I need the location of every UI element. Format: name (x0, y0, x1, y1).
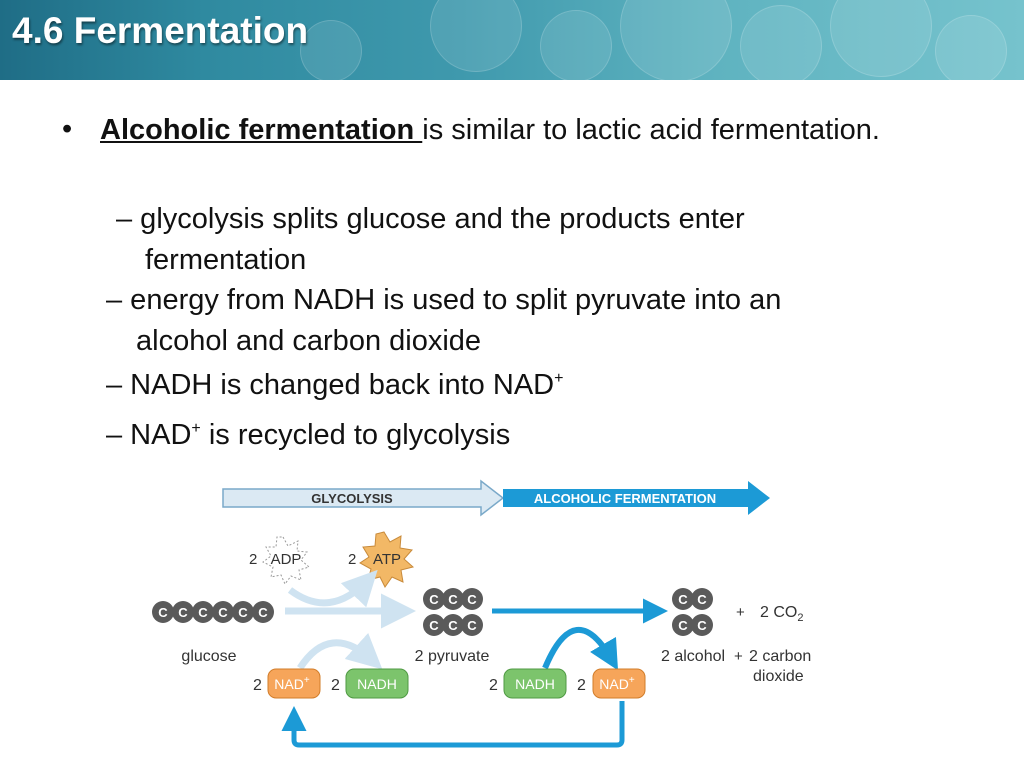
glucose-carbon-chain: C C C C C C (152, 601, 274, 623)
carbon-letter: C (448, 592, 458, 607)
nadh-box (503, 668, 567, 699)
carbon-atom (212, 601, 234, 623)
carbon-atom (232, 601, 254, 623)
nad-plus-box (267, 668, 321, 699)
carbon-atom (152, 601, 174, 623)
alcohol-label: 2 alcohol (661, 648, 725, 665)
nad-superscript: + (629, 675, 635, 686)
carbon-letter: C (467, 592, 477, 607)
nad-superscript: + (304, 675, 310, 686)
alcohol-carbon-chains: C C C C (672, 588, 713, 636)
nad-count: 2 (253, 677, 262, 694)
main-bullet: Alcoholic fermentation is similar to lac… (100, 110, 920, 151)
nad-plus-label: NAD+ (599, 675, 635, 692)
carbon-atom (442, 588, 464, 610)
nad-to-nadh-arrow (297, 632, 383, 670)
decorative-cell (540, 10, 612, 80)
carbon-letter: C (697, 618, 707, 633)
carbon-letter: C (697, 592, 707, 607)
co2-text: 2 CO (760, 604, 797, 621)
pyruvate-label: 2 pyruvate (415, 648, 490, 665)
decorative-cell (740, 5, 822, 80)
plus-sign: + (736, 604, 745, 621)
decorative-cell (300, 20, 362, 80)
co2-subscript: 2 (797, 612, 803, 624)
slide-title: 4.6 Fermentation (12, 10, 309, 51)
adp-count: 2 (249, 551, 257, 568)
nadh-label: NADH (515, 676, 555, 692)
glucose-label: glucose (181, 648, 236, 665)
carbon-atom (442, 614, 464, 636)
carbon-dioxide-label-2: dioxide (753, 668, 804, 685)
nad-text: NAD (274, 676, 304, 692)
carbon-letter: C (218, 605, 228, 620)
sub-bullet-2-line2: alcohol and carbon dioxide (136, 325, 482, 357)
carbon-atom (423, 614, 445, 636)
plus-sign: + (734, 648, 743, 665)
carbon-letter: C (258, 605, 268, 620)
carbon-atom (461, 614, 483, 636)
adp-to-atp-arrow (287, 569, 378, 608)
sub-bullet-4-pre: – NAD (106, 419, 192, 451)
bullet-marker: • (62, 113, 73, 145)
carbon-atom (672, 614, 694, 636)
sub-bullet-3: – NADH is changed back into NAD+ (106, 365, 563, 406)
atp-count: 2 (348, 551, 356, 568)
sub-bullet-4-post: is recycled to glycolysis (200, 419, 511, 451)
carbon-atom (461, 588, 483, 610)
carbon-letter: C (429, 618, 439, 633)
carbon-letter: C (158, 605, 168, 620)
key-term: Alcoholic fermentation (100, 114, 423, 146)
carbon-atom (172, 601, 194, 623)
atp-label: ATP (373, 551, 401, 568)
nad-recycle-arrow (281, 701, 625, 748)
carbon-atom (672, 588, 694, 610)
carbon-letter: C (238, 605, 248, 620)
sub-bullet-1-line2: fermentation (145, 244, 307, 276)
nad-count: 2 (577, 677, 586, 694)
glycolysis-label: GLYCOLYSIS (311, 491, 393, 506)
co2-label: 2 CO2 (760, 604, 803, 624)
carbon-letter: C (467, 618, 477, 633)
superscript-plus: + (554, 370, 564, 387)
nadh-to-nad-arrow (542, 627, 619, 671)
nadh-label: NADH (357, 676, 397, 692)
carbon-letter: C (178, 605, 188, 620)
sub-bullet-2-line1: – energy from NADH is used to split pyru… (106, 284, 782, 316)
carbon-atom (691, 588, 713, 610)
nadh-box (345, 668, 409, 699)
carbon-letter: C (448, 618, 458, 633)
pyruvate-carbon-chains: C C C C C C (423, 588, 483, 636)
carbon-atom (252, 601, 274, 623)
carbon-atom (691, 614, 713, 636)
glycolysis-stage-arrow (222, 479, 505, 517)
carbon-atom (192, 601, 214, 623)
nad-plus-box (592, 668, 646, 699)
header-banner: 4.6 Fermentation (0, 0, 1024, 80)
nad-plus-label: NAD+ (274, 675, 310, 692)
main-bullet-text: is similar to lactic acid fermentation. (422, 114, 880, 146)
carbon-letter: C (678, 618, 688, 633)
carbon-letter: C (678, 592, 688, 607)
carbon-atom (423, 588, 445, 610)
fermentation-label: ALCOHOLIC FERMENTATION (534, 491, 716, 506)
sub-bullet-1-line1: – glycolysis splits glucose and the prod… (116, 203, 745, 235)
nadh-count: 2 (489, 677, 498, 694)
carbon-letter: C (429, 592, 439, 607)
sub-bullet-4: – NAD+ is recycled to glycolysis (106, 415, 510, 456)
sub-bullet-3-text: – NADH is changed back into NAD (106, 369, 555, 401)
adp-burst-icon (262, 536, 311, 585)
carbon-letter: C (198, 605, 208, 620)
carbon-dioxide-label-1: 2 carbon (749, 648, 811, 665)
nad-text: NAD (599, 676, 629, 692)
nadh-count: 2 (331, 677, 340, 694)
decorative-cell (935, 15, 1007, 80)
superscript-plus: + (191, 420, 201, 437)
decorative-cell (620, 0, 732, 80)
adp-label: ADP (271, 551, 302, 568)
fermentation-stage-arrow (503, 481, 770, 515)
decorative-cell (430, 0, 522, 72)
